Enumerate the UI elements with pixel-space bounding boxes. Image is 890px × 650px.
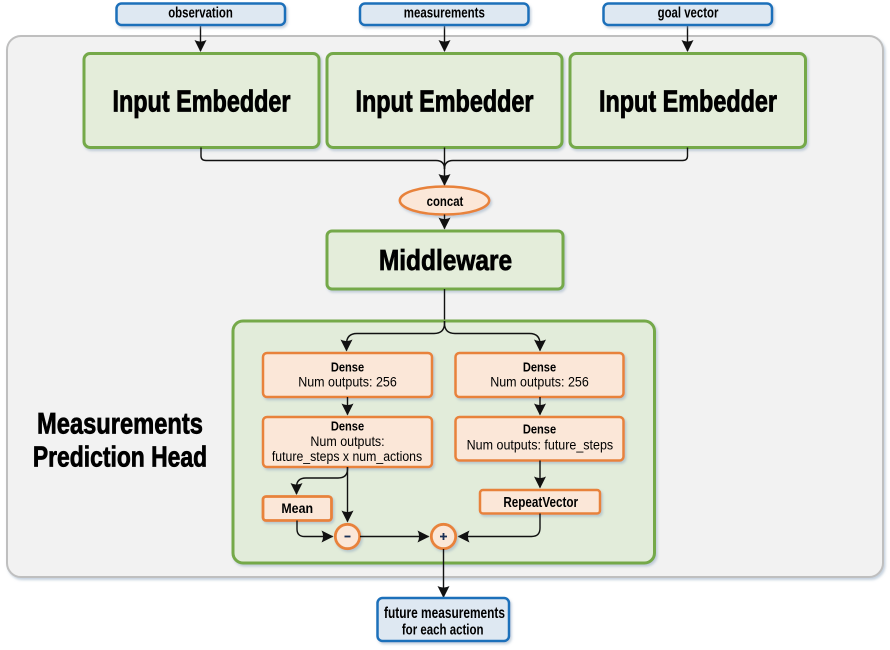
- svg-text:measurements: measurements: [404, 4, 485, 21]
- svg-text:future_steps x num_actions: future_steps x num_actions: [272, 448, 423, 464]
- svg-text:Num outputs: 256: Num outputs: 256: [298, 374, 397, 390]
- svg-text:Input Embedder: Input Embedder: [112, 83, 290, 118]
- svg-text:RepeatVector: RepeatVector: [503, 494, 578, 511]
- svg-text:concat: concat: [427, 193, 464, 210]
- svg-text:observation: observation: [168, 4, 233, 21]
- svg-text:Num outputs: 256: Num outputs: 256: [490, 374, 589, 390]
- svg-text:Dense: Dense: [523, 360, 557, 375]
- svg-text:Dense: Dense: [331, 360, 365, 375]
- svg-text:Measurements: Measurements: [37, 407, 203, 440]
- svg-text:Input Embedder: Input Embedder: [355, 83, 533, 118]
- svg-text:future measurements: future measurements: [384, 605, 505, 622]
- svg-text:goal vector: goal vector: [658, 4, 719, 21]
- svg-text:Num outputs: future_steps: Num outputs: future_steps: [467, 437, 614, 453]
- svg-text:Prediction Head: Prediction Head: [33, 442, 207, 473]
- svg-text:Dense: Dense: [523, 422, 557, 437]
- svg-text:Middleware: Middleware: [379, 244, 512, 276]
- svg-text:Mean: Mean: [281, 500, 313, 516]
- svg-text:Num outputs:: Num outputs:: [310, 433, 384, 449]
- svg-text:Dense: Dense: [331, 419, 365, 434]
- svg-text:Input Embedder: Input Embedder: [599, 83, 777, 118]
- svg-text:for each action: for each action: [402, 621, 484, 638]
